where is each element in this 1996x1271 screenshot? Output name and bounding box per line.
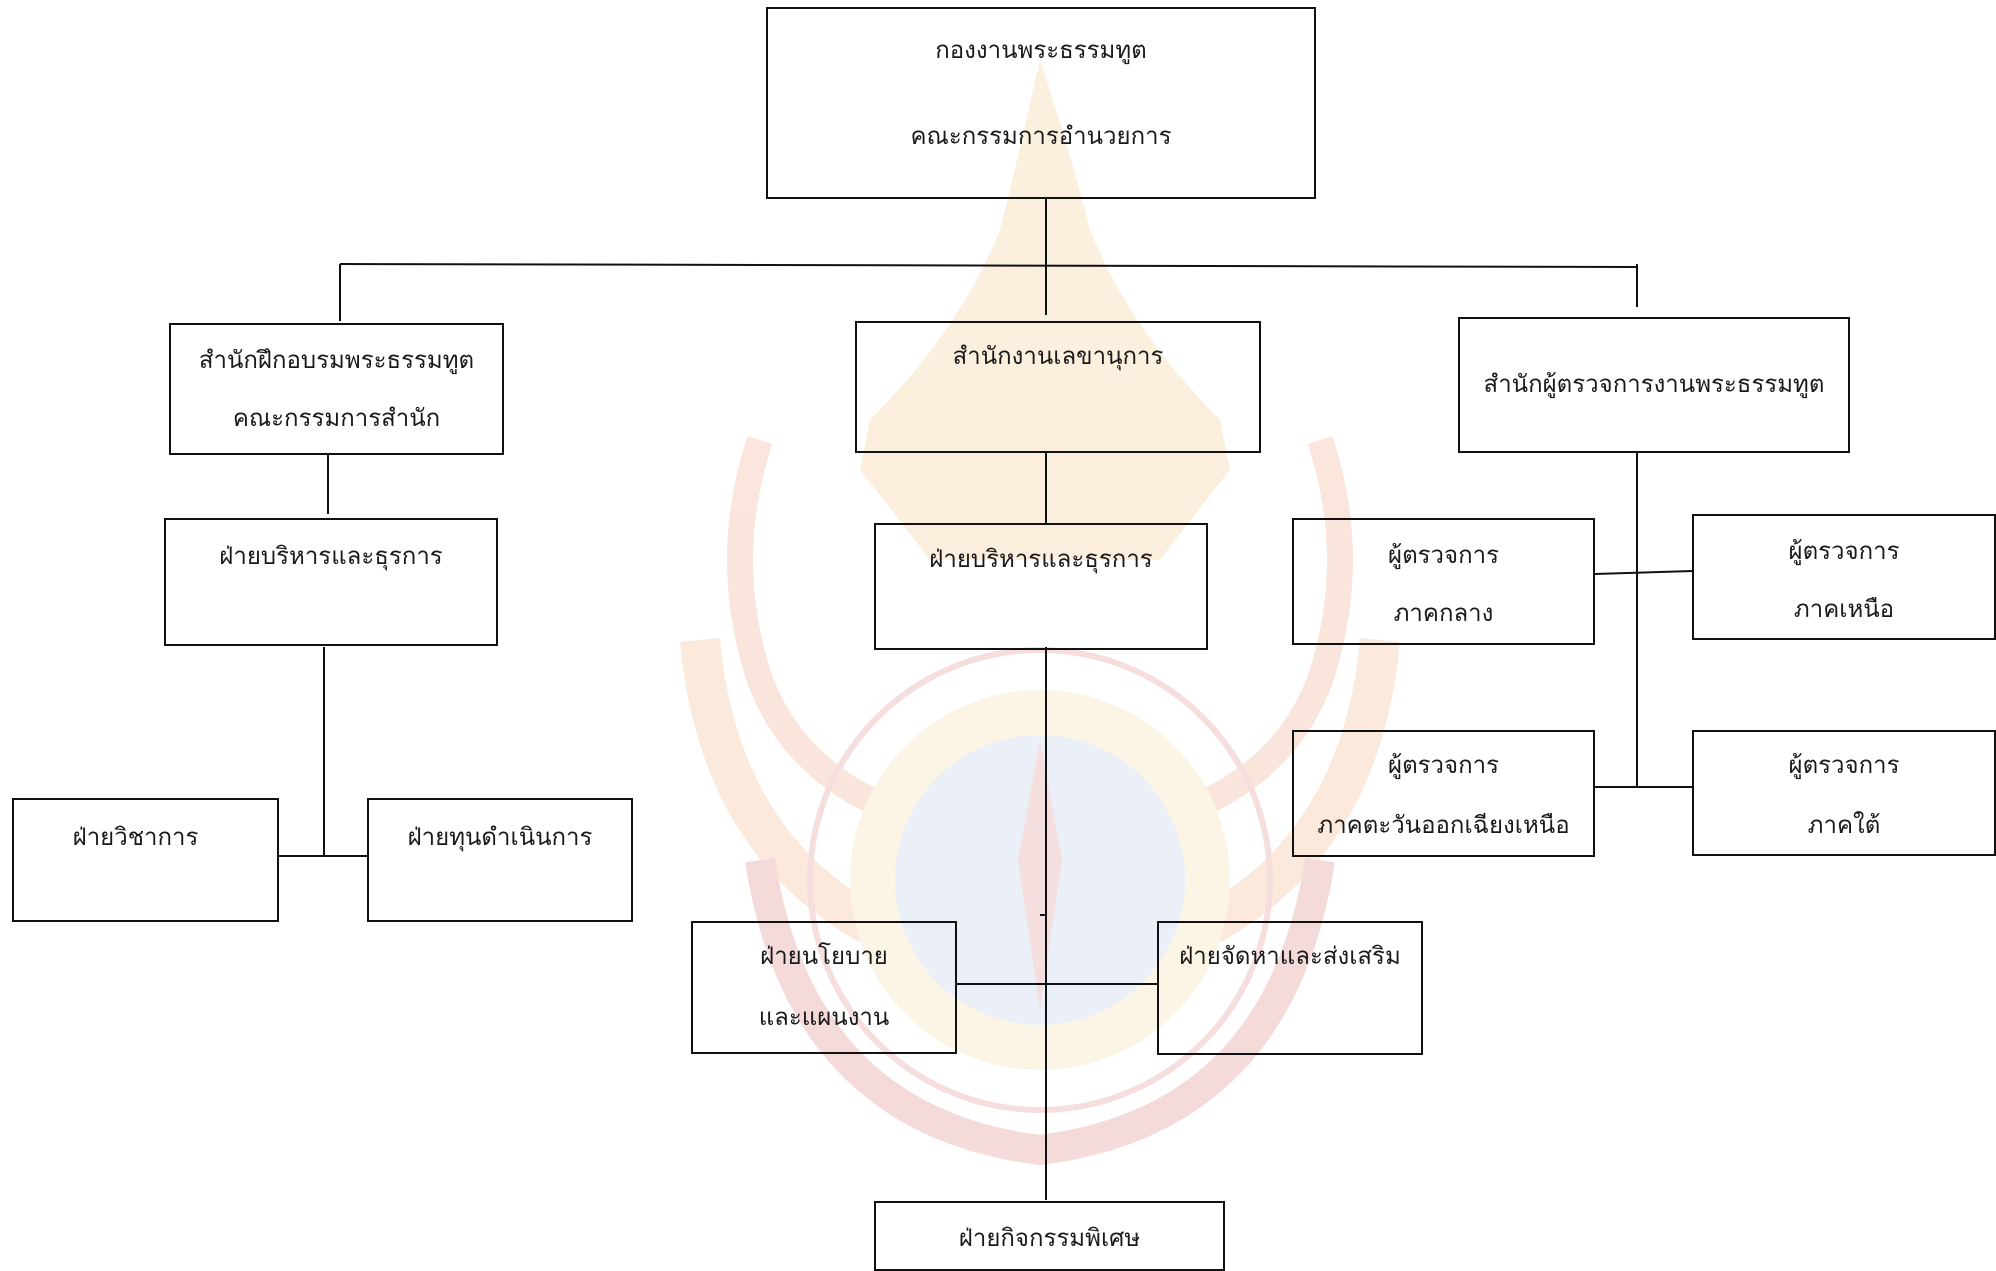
procurement-node: ฝ่ายจัดหาและส่งเสริม [1157,921,1423,1055]
root-node: กองงานพระธรรมทูต คณะกรรมการอำนวยการ [766,7,1316,199]
policy-node: ฝ่ายนโยบาย และแผนงาน [691,921,957,1054]
inspector-office-label: สำนักผู้ตรวจการงานพระธรรมทูต [1483,370,1825,398]
secretariat-admin-node: ฝ่ายบริหารและธุรการ [874,523,1208,650]
root-line1: กองงานพระธรรมทูต [935,36,1147,64]
inspector-south-line2: ภาคใต้ [1807,811,1881,839]
inspector-northeast-line1: ผู้ตรวจการ [1388,751,1499,779]
fund-node: ฝ่ายทุนดำเนินการ [367,798,633,922]
training-office-line1: สำนักฝึกอบรมพระธรรมทูต [198,346,475,374]
inspector-north-line1: ผู้ตรวจการ [1788,537,1900,565]
procurement-label: ฝ่ายจัดหาและส่งเสริม [1179,942,1401,970]
inspector-central-line1: ผู้ตรวจการ [1388,541,1499,569]
inspector-south-node: ผู้ตรวจการ ภาคใต้ [1692,730,1996,856]
training-admin-label: ฝ่ายบริหารและธุรการ [219,542,443,570]
academic-label: ฝ่ายวิชาการ [72,823,199,851]
root-line2: คณะกรรมการอำนวยการ [910,122,1172,150]
secretariat-admin-label: ฝ่ายบริหารและธุรการ [929,545,1153,573]
policy-line2: และแผนงาน [758,1003,890,1031]
inspector-north-node: ผู้ตรวจการ ภาคเหนือ [1692,514,1996,640]
inspector-northeast-line2: ภาคตะวันออกเฉียงเหนือ [1317,811,1570,839]
inspector-central-node: ผู้ตรวจการ ภาคกลาง [1292,518,1595,645]
inspector-north-line2: ภาคเหนือ [1793,595,1895,623]
fund-label: ฝ่ายทุนดำเนินการ [407,823,593,851]
academic-node: ฝ่ายวิชาการ [12,798,279,922]
inspector-central-line2: ภาคกลาง [1393,599,1494,627]
policy-line1: ฝ่ายนโยบาย [760,942,888,970]
special-activities-node: ฝ่ายกิจกรรมพิเศษ [874,1201,1225,1271]
training-admin-node: ฝ่ายบริหารและธุรการ [164,518,498,646]
inspector-office-node: สำนักผู้ตรวจการงานพระธรรมทูต [1458,317,1850,453]
secretariat-label: สำนักงานเลขานุการ [952,342,1164,370]
inspector-northeast-node: ผู้ตรวจการ ภาคตะวันออกเฉียงเหนือ [1292,730,1595,857]
inspector-south-line1: ผู้ตรวจการ [1788,751,1900,779]
secretariat-node: สำนักงานเลขานุการ [855,321,1261,453]
special-activities-label: ฝ่ายกิจกรรมพิเศษ [958,1224,1141,1252]
training-office-node: สำนักฝึกอบรมพระธรรมทูต คณะกรรมการสำนัก [169,323,504,455]
training-office-line2: คณะกรรมการสำนัก [232,404,441,432]
